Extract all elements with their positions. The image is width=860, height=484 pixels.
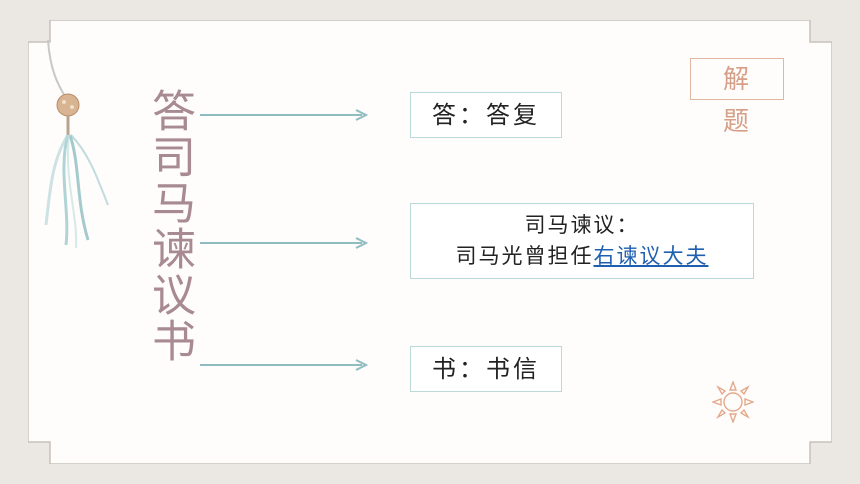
- definition-box-shu: 书：书信: [410, 346, 562, 392]
- definition-shu-text: 书：书信: [432, 355, 540, 383]
- definition-da-text: 答：答复: [432, 101, 540, 129]
- definition-sima-prefix: 司马光曾担任: [455, 244, 594, 268]
- jieti-badge: 解 题: [690, 58, 784, 137]
- you-jianyi-dafu-link[interactable]: 右谏议大夫: [593, 244, 709, 268]
- arrow-3-icon: [200, 359, 369, 371]
- definition-sima-line2: 司马光曾担任右谏议大夫: [411, 241, 753, 272]
- tassel-decoration-icon: [44, 40, 109, 249]
- definition-box-sima-jianyi: 司马谏议： 司马光曾担任右谏议大夫: [410, 203, 754, 279]
- arrow-2-icon: [200, 237, 369, 249]
- vertical-title: 答司马谏议书: [144, 88, 195, 364]
- arrow-1-icon: [200, 109, 369, 121]
- definition-sima-line1: 司马谏议：: [524, 213, 640, 237]
- sun-icon: [712, 381, 754, 423]
- definition-box-da: 答：答复: [410, 92, 562, 138]
